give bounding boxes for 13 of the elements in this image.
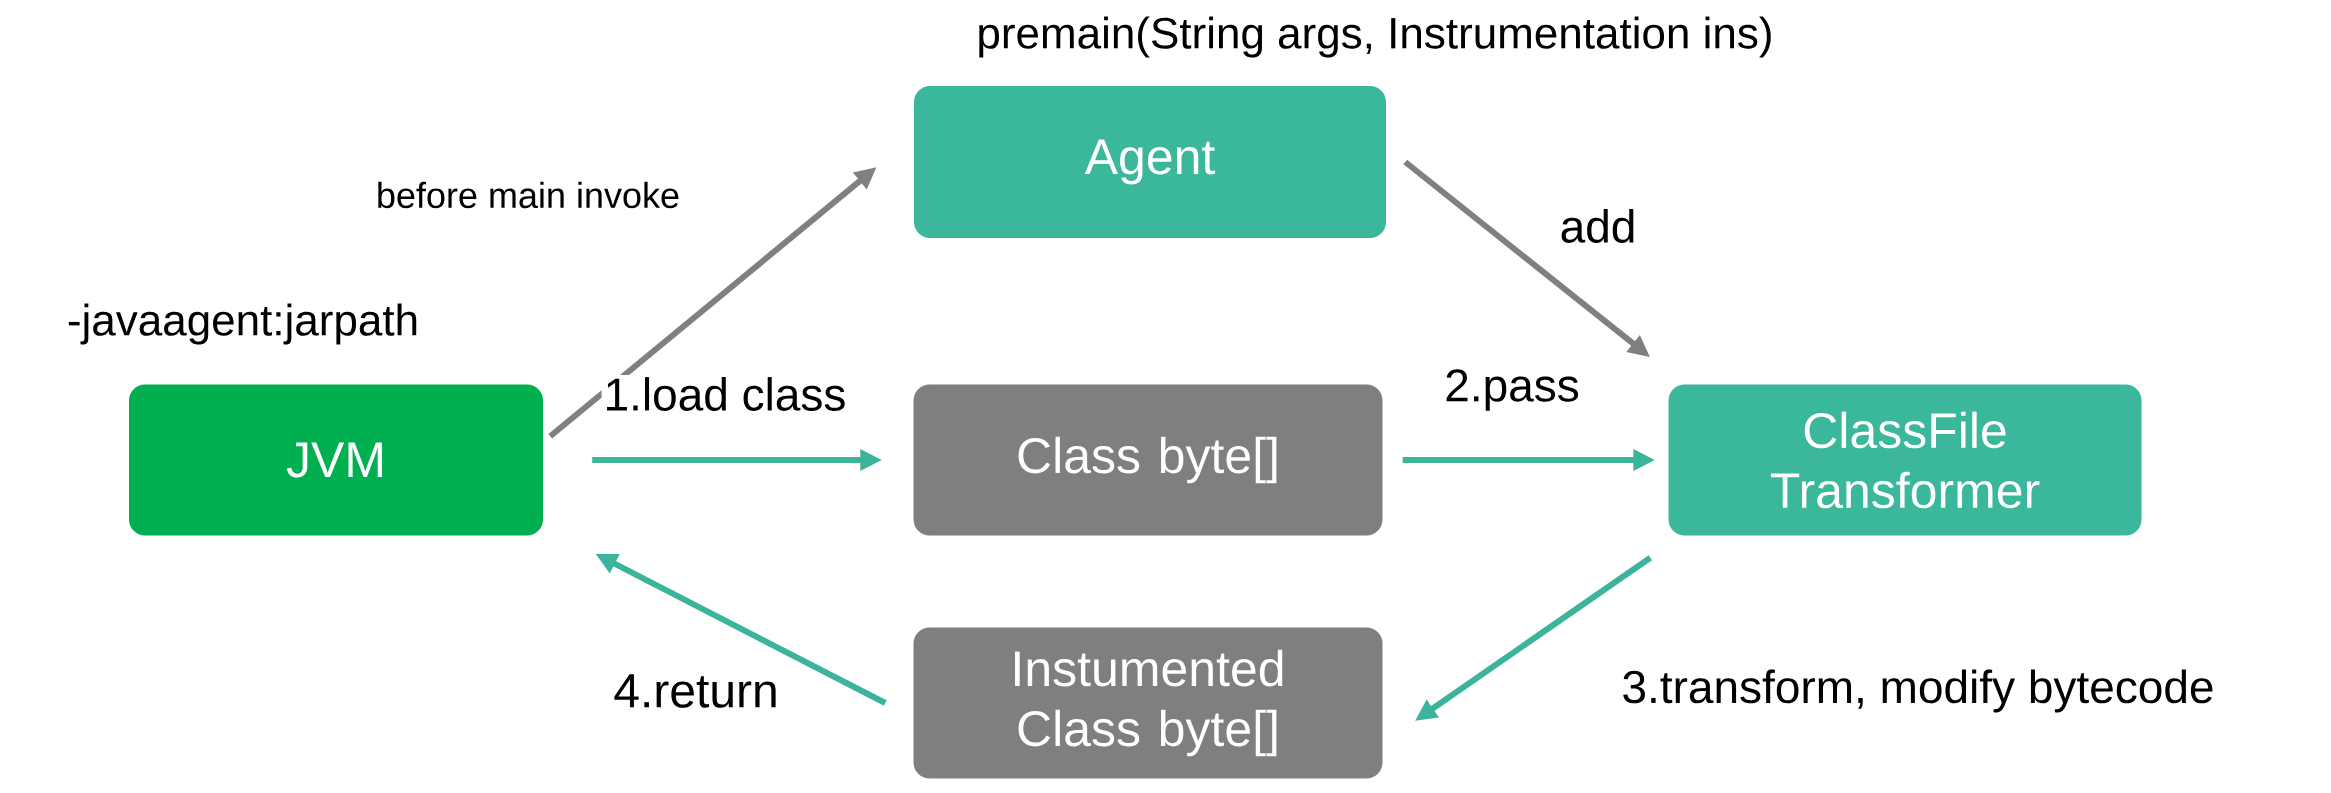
box-heading: premain(String args, Instrumentation ins) <box>979 16 1771 58</box>
process-box: ClassFile Transformer <box>1668 384 2142 536</box>
edge-label: before main invoke <box>373 179 683 211</box>
edge-label: add <box>1557 207 1639 245</box>
edge-label: 2.pass <box>1442 367 1582 413</box>
edge-label: 1.load class <box>601 375 849 413</box>
process-box: Class byte[] <box>913 384 1383 536</box>
edge-label: 3.transform, modify bytecode <box>1619 667 2217 715</box>
process-box: JVM <box>129 384 543 536</box>
box-heading: -javaagent:jarpath <box>68 303 417 345</box>
edge-label: 4.return <box>611 672 781 710</box>
process-box: Instumented Class byte[] <box>913 627 1383 779</box>
process-box: Agent <box>914 86 1386 238</box>
